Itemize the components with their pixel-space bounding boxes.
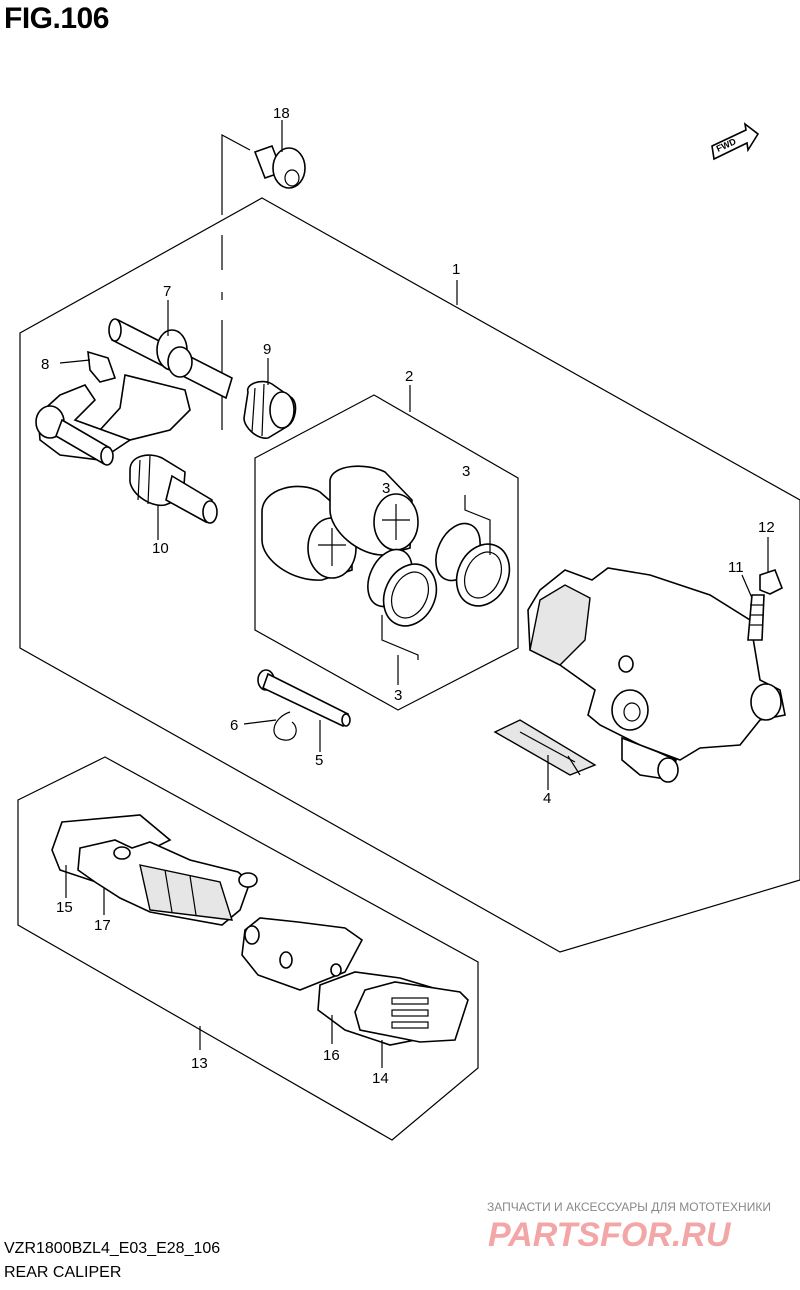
callout-2: 2 [405, 368, 413, 385]
callout-15: 15 [56, 899, 73, 916]
figure-caption: REAR CALIPER [4, 1264, 122, 1281]
callout-18: 18 [273, 105, 290, 122]
assembly-13-outline [17, 756, 479, 1141]
callout-17: 17 [94, 917, 111, 934]
pad-17-drawing [77, 839, 258, 926]
assembly-2-outline [254, 394, 519, 711]
fwd-arrow-icon: FWD [711, 122, 760, 161]
callout-9: 9 [263, 341, 271, 358]
callout-4: 4 [543, 790, 551, 807]
watermark-brand: PARTSFOR.RU [488, 1216, 732, 1254]
callout-13: 13 [191, 1055, 208, 1072]
bolt-18-drawing [221, 133, 306, 430]
pad-spring-4-drawing [493, 719, 597, 776]
callout-10: 10 [152, 540, 169, 557]
clip-6-drawing [273, 711, 297, 741]
callout-3-top: 3 [462, 463, 470, 480]
callout-6: 6 [230, 717, 238, 734]
boot-10-drawing [129, 454, 218, 524]
callout-11: 11 [728, 559, 744, 576]
model-code: VZR1800BZL4_E03_E28_106 [4, 1240, 221, 1257]
cap-12-drawing [759, 569, 784, 595]
callout-5: 5 [315, 752, 323, 769]
callout-16: 16 [323, 1047, 340, 1064]
bracket-drawing [35, 384, 132, 466]
leader-lines [59, 120, 769, 1068]
boot-9-drawing [243, 380, 297, 439]
slide-pin-7-drawing [98, 318, 233, 446]
seal-3-drawing [367, 495, 511, 660]
pad-pin-5-drawing [257, 669, 351, 728]
pad-14-drawing [354, 981, 469, 1043]
callout-12: 12 [758, 519, 775, 536]
callout-8: 8 [41, 356, 49, 373]
assembly-1-outline [19, 197, 800, 953]
watermark-tagline: ЗАПЧАСТИ И АКСЕССУАРЫ ДЛЯ МОТОТЕХНИКИ [487, 1200, 771, 1214]
callout-3-middle: 3 [382, 480, 390, 497]
piston-drawing [261, 465, 419, 581]
bleeder-11-drawing [747, 594, 765, 641]
clip-8-drawing [87, 350, 117, 383]
figure-title: FIG.106 [4, 2, 109, 35]
callout-7: 7 [163, 283, 171, 300]
caliper-body-drawing [527, 567, 786, 783]
callout-3-bottom: 3 [394, 687, 402, 704]
callout-1: 1 [452, 261, 460, 278]
callout-14: 14 [372, 1070, 389, 1087]
